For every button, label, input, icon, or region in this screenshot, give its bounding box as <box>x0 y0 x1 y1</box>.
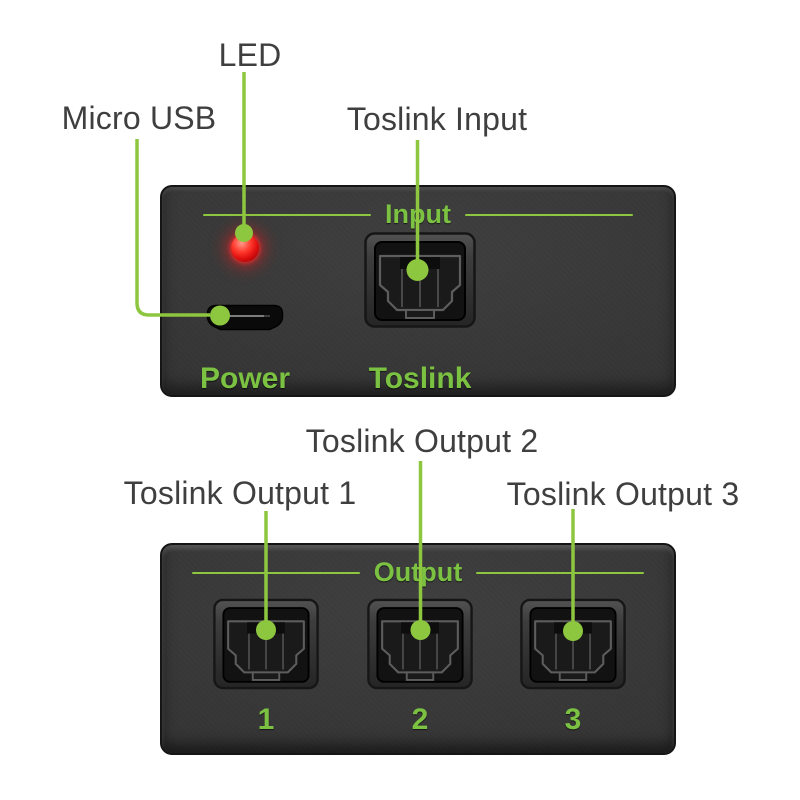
device-input-panel: Input Power Toslink <box>160 185 676 397</box>
toslink-output3-port-icon <box>520 592 626 696</box>
callout-micro-usb-label: Micro USB <box>61 100 217 136</box>
input-rule-right <box>464 213 633 216</box>
output-section-title: Output <box>373 557 463 587</box>
input-rule-left <box>203 213 371 216</box>
callout-toslink-input-label: Toslink Input <box>346 101 528 137</box>
output1-number: 1 <box>257 703 275 736</box>
input-section-header: Input <box>162 201 674 228</box>
callout-toslink-output3-label: Toslink Output 3 <box>506 476 740 512</box>
callout-toslink-output1-label: Toslink Output 1 <box>123 475 357 511</box>
power-caption: Power <box>199 362 291 395</box>
toslink-input-port-icon <box>364 232 476 328</box>
output2-number: 2 <box>411 703 429 736</box>
output3-number: 3 <box>564 703 582 736</box>
output-section-header: Output <box>162 559 674 586</box>
red-led-icon <box>231 234 259 262</box>
callout-led-label: LED <box>218 37 282 73</box>
callout-toslink-output2-label: Toslink Output 2 <box>305 423 539 459</box>
input-section-title: Input <box>385 199 451 229</box>
toslink-output1-port-icon <box>213 592 319 696</box>
toslink-output2-port-icon <box>367 592 473 696</box>
output-rule-right <box>476 571 645 574</box>
device-output-panel: Output 1 2 3 <box>160 543 676 755</box>
toslink-caption: Toslink <box>368 362 472 395</box>
output-rule-left <box>191 571 360 574</box>
micro-usb-port-icon <box>206 304 284 331</box>
